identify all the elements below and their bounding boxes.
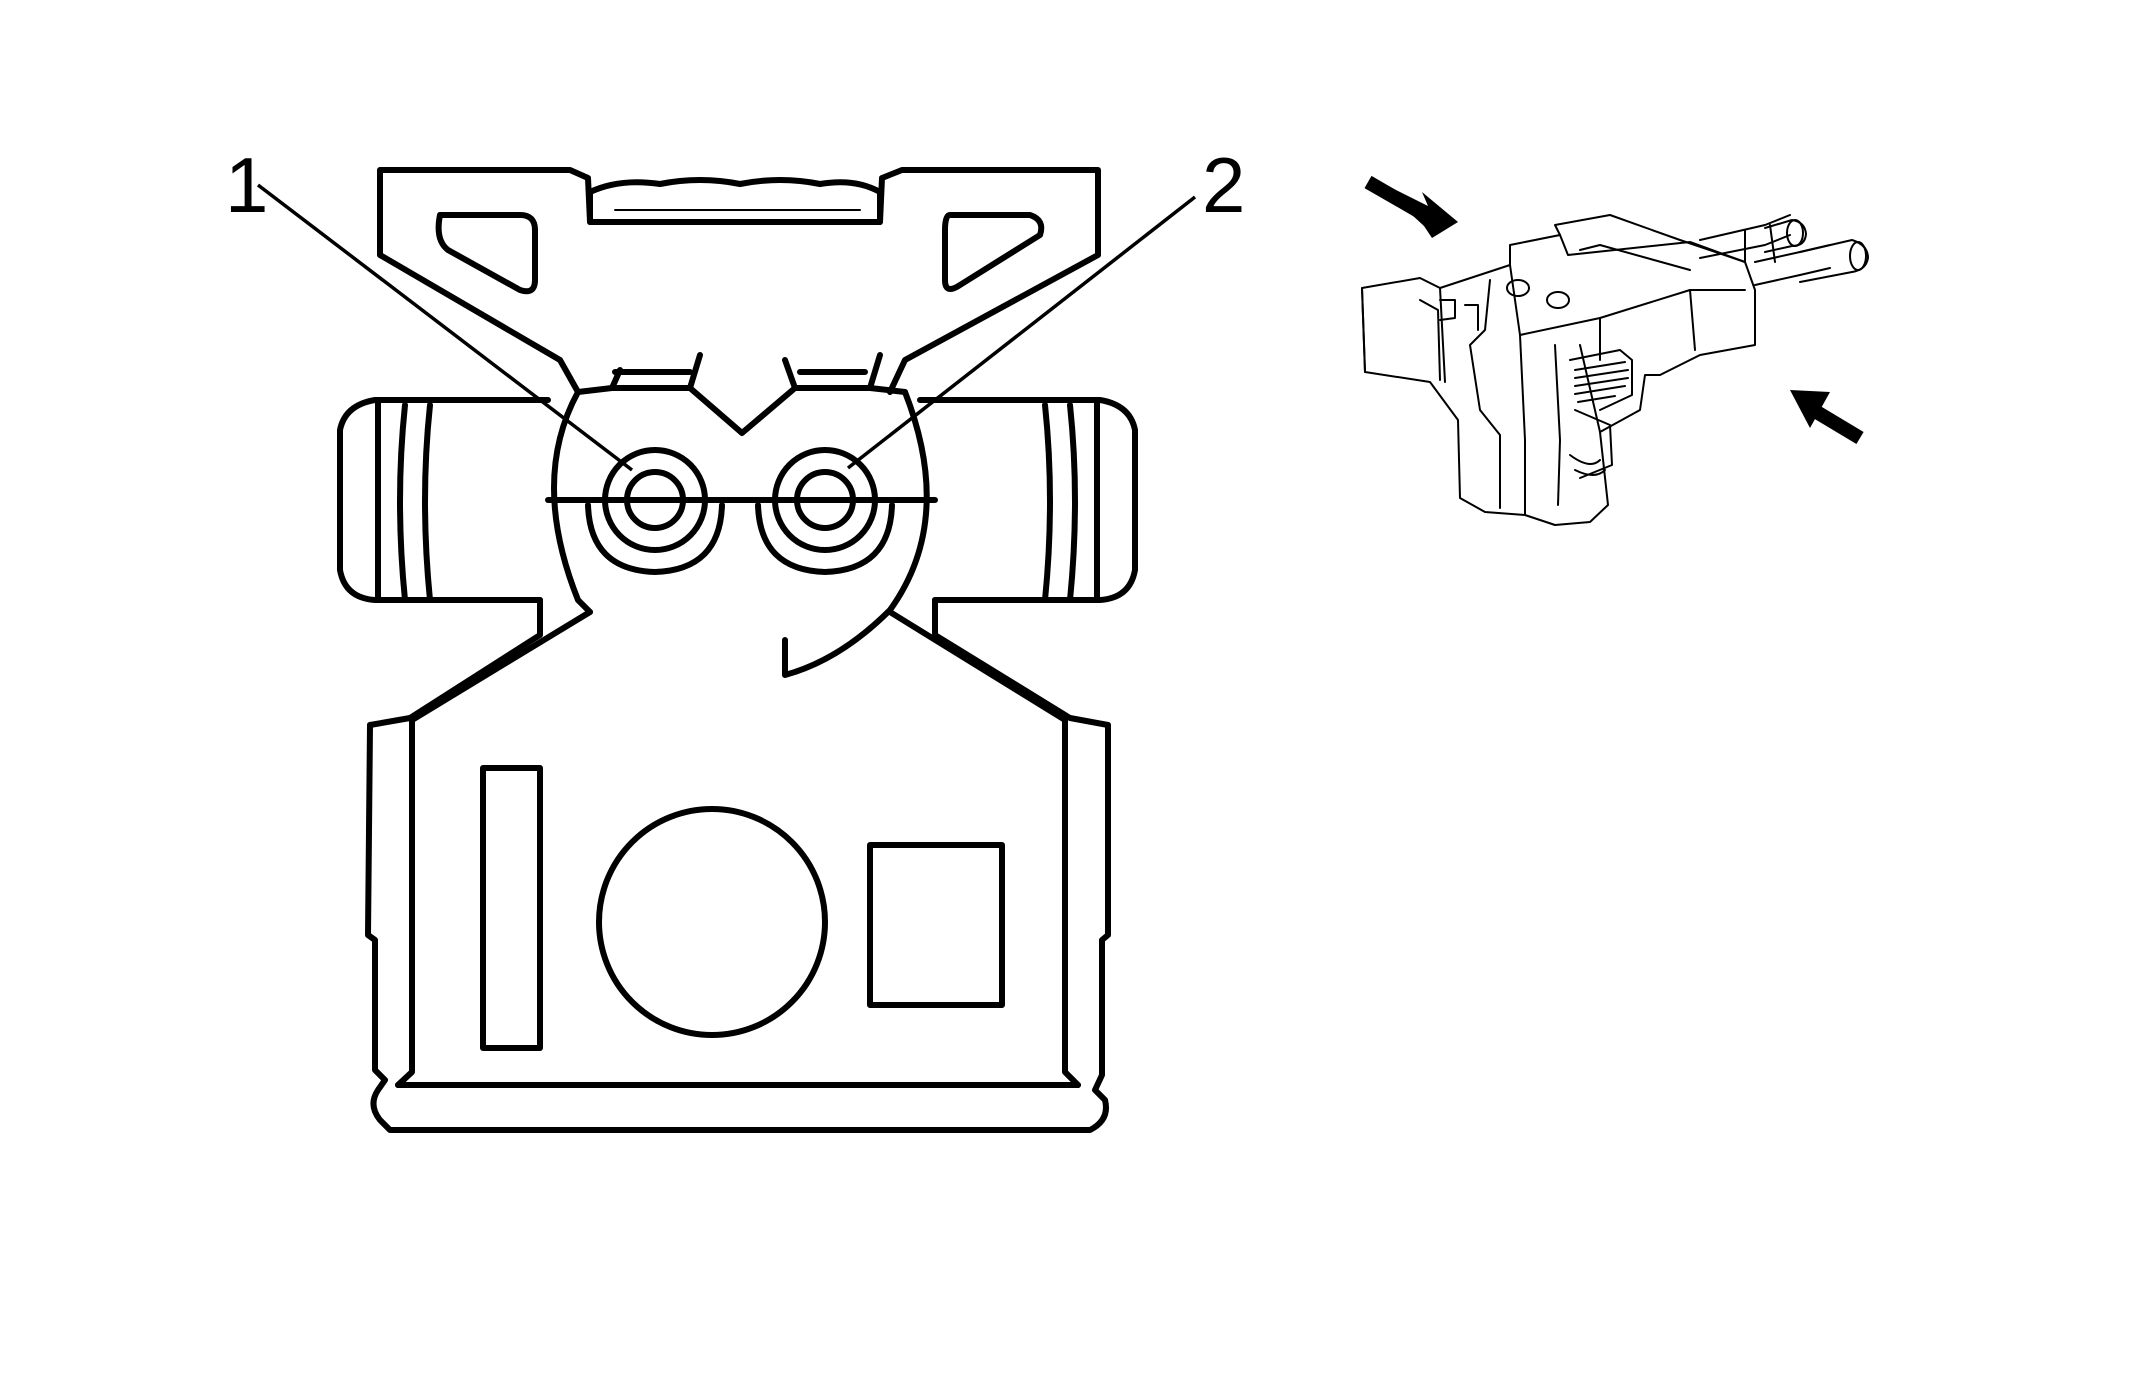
callout-2-leader	[846, 195, 1197, 470]
connector-face-view	[256, 167, 1197, 1133]
pin-1-cavity	[602, 447, 708, 553]
pin-1-contact	[624, 469, 686, 531]
rectangular-slot	[480, 765, 543, 1051]
round-boss	[596, 806, 828, 1038]
right-wing	[917, 397, 1138, 603]
left-wing	[337, 397, 551, 603]
arrow-bottom-right-icon	[1790, 390, 1864, 445]
callout-1-label: 1	[225, 141, 268, 229]
top-latch	[377, 167, 1101, 395]
callout-2-label: 2	[1202, 141, 1245, 229]
pin-housing	[545, 352, 938, 678]
pin-2-cavity	[772, 447, 878, 553]
lower-body	[365, 597, 1111, 1133]
connector-3d-view	[1361, 175, 1869, 526]
pin-2-contact	[794, 469, 856, 531]
square-window	[867, 842, 1005, 1008]
arrow-top-left-icon	[1364, 175, 1458, 238]
callout-1-leader	[256, 183, 634, 472]
